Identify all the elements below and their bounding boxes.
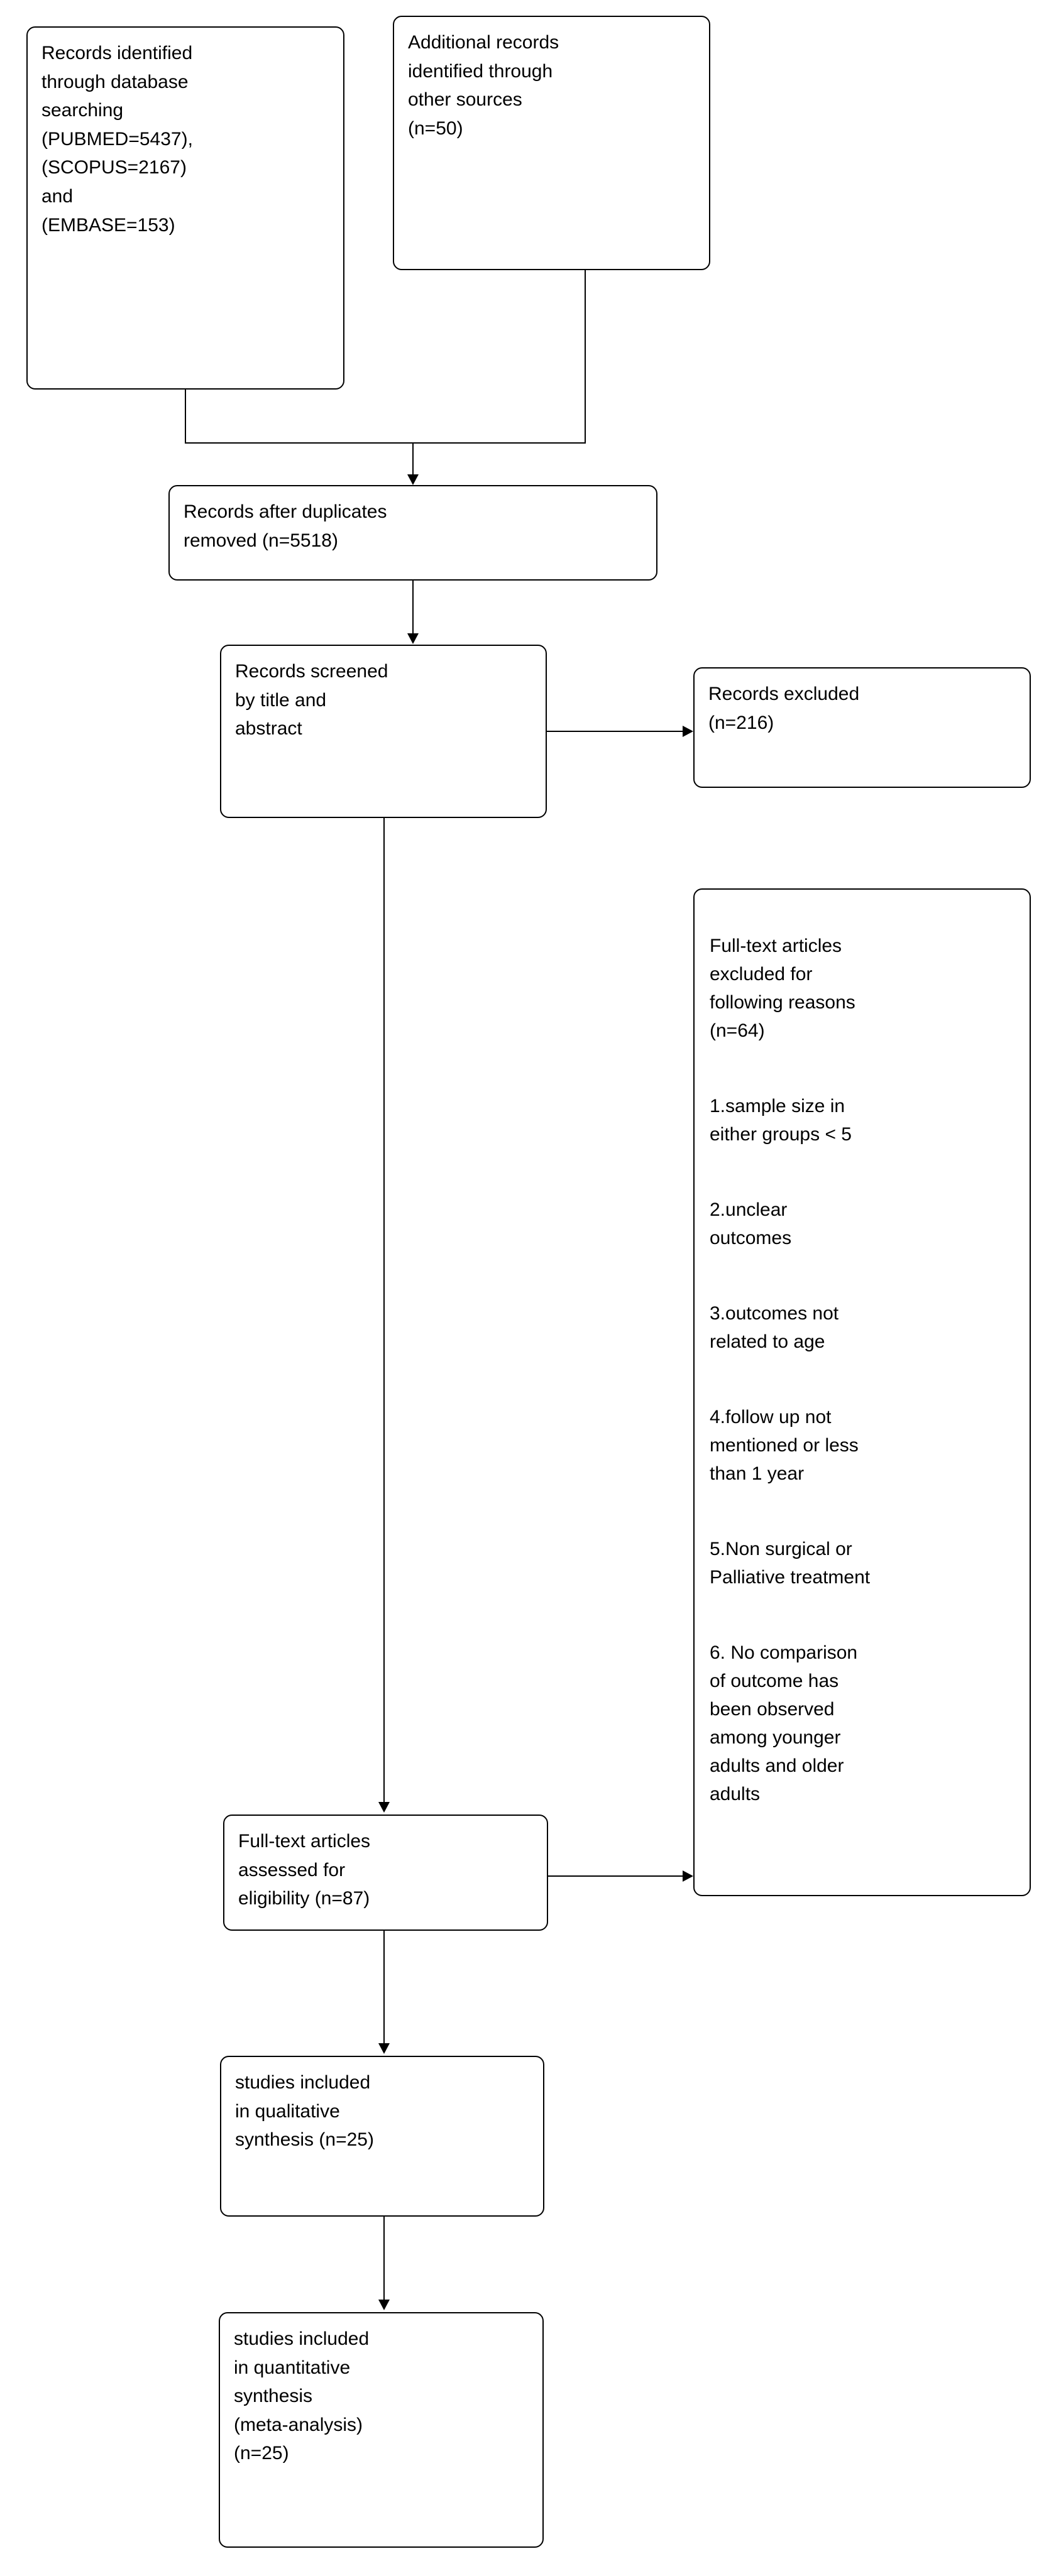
connector-screened-to-excluded (547, 731, 683, 732)
exclusion-reason-3: 3.outcomes not related to age (710, 1303, 839, 1352)
exclusion-reason-6: 6. No comparison of outcome has been obs… (710, 1642, 858, 1804)
node-records-identified-database-searching: Records identified through database sear… (26, 26, 344, 390)
node-additional-records-other-sources: Additional records identified through ot… (393, 16, 710, 270)
arrowhead-to-duplicates (407, 474, 419, 485)
node-qualitative-synthesis: studies included in qualitative synthesi… (220, 2056, 544, 2217)
connector-duplicates-to-screened (412, 581, 414, 637)
node-records-after-duplicates-removed: Records after duplicates removed (n=5518… (168, 485, 657, 581)
arrowhead-to-records-excluded (683, 726, 693, 737)
node-fulltext-excluded-reasons: Full-text articles excluded for followin… (693, 888, 1031, 1896)
node-records-excluded: Records excluded (n=216) (693, 667, 1031, 788)
node-quantitative-synthesis: studies included in quantitative synthes… (219, 2312, 544, 2548)
fulltext-excluded-heading: Full-text articles excluded for followin… (710, 936, 855, 1041)
connector-merge-bar (185, 442, 586, 444)
exclusion-reason-5: 5.Non surgical or Palliative treatment (710, 1539, 871, 1588)
exclusion-reason-1: 1.sample size in either groups < 5 (710, 1096, 852, 1145)
node-fulltext-assessed-eligibility: Full-text articles assessed for eligibil… (223, 1815, 548, 1931)
connector-eligibility-to-qualitative (383, 1931, 385, 2047)
connector-screened-to-eligibility (383, 818, 385, 1806)
connector-other-sources-down (585, 270, 586, 443)
arrowhead-to-qualitative (378, 2043, 390, 2054)
arrowhead-to-exclusion-reasons (683, 1870, 693, 1882)
exclusion-reason-2: 2.unclear outcomes (710, 1199, 792, 1248)
connector-eligibility-to-exclusions (548, 1875, 683, 1877)
exclusion-reason-4: 4.follow up not mentioned or less than 1… (710, 1407, 859, 1484)
arrowhead-to-screened (407, 633, 419, 644)
node-records-screened: Records screened by title and abstract (220, 645, 547, 818)
connector-qualitative-to-quantitative (383, 2217, 385, 2303)
arrowhead-to-eligibility (378, 1802, 390, 1813)
connector-database-search-down (185, 390, 186, 443)
connector-merge-to-duplicates (412, 442, 414, 477)
arrowhead-to-quantitative (378, 2300, 390, 2310)
